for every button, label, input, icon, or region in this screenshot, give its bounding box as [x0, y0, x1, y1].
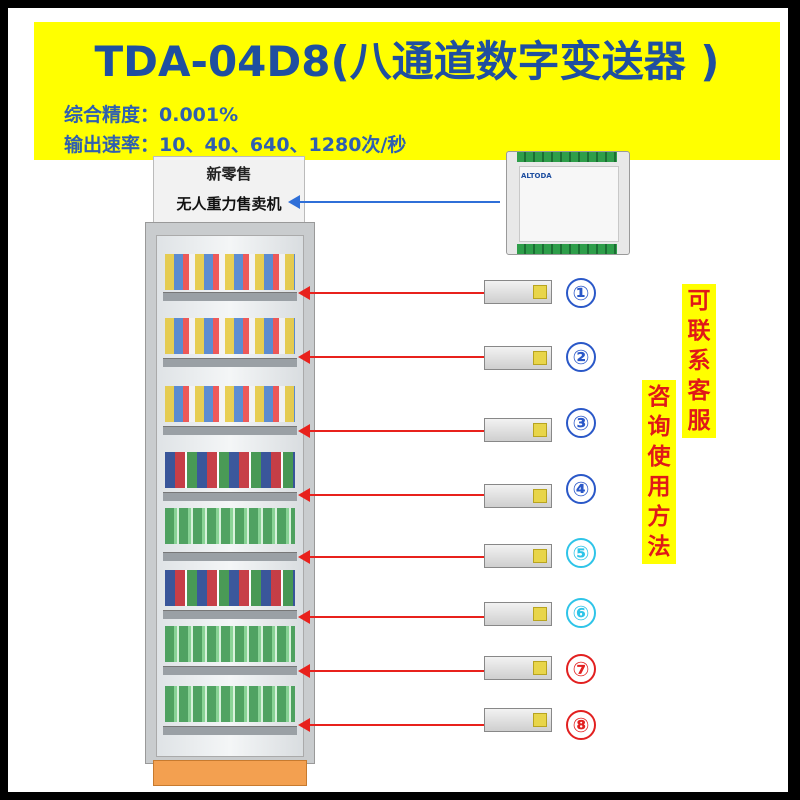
- channel-arrow: [298, 664, 486, 678]
- channel-arrow: [298, 424, 486, 438]
- fridge-sign: 新零售 无人重力售卖机: [153, 156, 305, 224]
- channel-arrow: [298, 550, 486, 564]
- shelf-goods: [165, 452, 295, 488]
- shelf: [163, 292, 297, 301]
- fridge-glass-door: [156, 235, 304, 757]
- channel-arrow: [298, 488, 486, 502]
- channel-number: ③: [566, 408, 596, 438]
- channel-number: ⑦: [566, 654, 596, 684]
- channel-number: ①: [566, 278, 596, 308]
- spec-output-rate: 输出速率：10、40、640、1280次/秒: [64, 134, 407, 156]
- contact-service-note: 可 联 系 客 服: [682, 284, 716, 438]
- product-title: TDA-04D8(八通道数字变送器 ): [94, 37, 720, 86]
- shelf-goods: [165, 570, 295, 606]
- channel-arrow: [298, 286, 486, 300]
- module-brand: ALTODA: [521, 172, 552, 180]
- shelf-goods: [165, 508, 295, 544]
- channel-arrow: [298, 350, 486, 364]
- shelf-goods: [165, 686, 295, 722]
- shelf-goods: [165, 254, 295, 290]
- channel-arrow: [298, 610, 486, 624]
- fridge-base: [153, 760, 307, 786]
- shelf: [163, 492, 297, 501]
- transmitter-module: ALTODA: [506, 151, 630, 255]
- load-cell: [484, 656, 552, 680]
- shelf: [163, 426, 297, 435]
- fridge-body: [145, 222, 315, 764]
- title-banner: TDA-04D8(八通道数字变送器 ) 综合精度：0.001% 输出速率：10、…: [34, 22, 780, 160]
- load-cell: [484, 544, 552, 568]
- sign-line-2: 无人重力售卖机: [176, 195, 282, 213]
- channel-number: ②: [566, 342, 596, 372]
- shelf-goods: [165, 318, 295, 354]
- shelf: [163, 552, 297, 561]
- shelf: [163, 358, 297, 367]
- channel-number: ④: [566, 474, 596, 504]
- load-cell: [484, 280, 552, 304]
- terminal-block-top: [517, 152, 617, 162]
- module-link-arrow: [288, 195, 500, 209]
- spec-precision: 综合精度：0.001%: [64, 104, 239, 126]
- load-cell: [484, 708, 552, 732]
- usage-inquiry-note: 咨 询 使 用 方 法: [642, 380, 676, 564]
- shelf: [163, 610, 297, 619]
- channel-number: ⑤: [566, 538, 596, 568]
- terminal-block-bottom: [517, 244, 617, 254]
- image-frame: TDA-04D8(八通道数字变送器 ) 综合精度：0.001% 输出速率：10、…: [8, 8, 788, 792]
- shelf: [163, 726, 297, 735]
- channel-number: ⑥: [566, 598, 596, 628]
- sign-line-1: 新零售: [206, 165, 252, 183]
- vending-fridge: 新零售 无人重力售卖机: [145, 156, 315, 786]
- load-cell: [484, 484, 552, 508]
- channel-number: ⑧: [566, 710, 596, 740]
- channel-arrow: [298, 718, 486, 732]
- shelf-goods: [165, 386, 295, 422]
- module-panel: [519, 166, 619, 242]
- load-cell: [484, 346, 552, 370]
- load-cell: [484, 602, 552, 626]
- shelf: [163, 666, 297, 675]
- shelf-goods: [165, 626, 295, 662]
- load-cell: [484, 418, 552, 442]
